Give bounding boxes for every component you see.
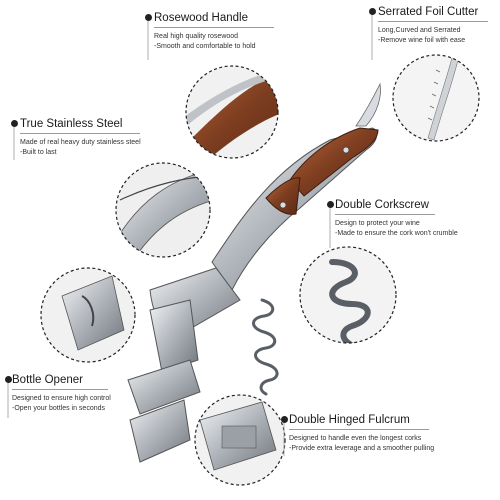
callout-line: Long,Curved and Serrated: [378, 27, 461, 34]
marker-dot: [327, 201, 334, 208]
connector-lines: [7, 12, 373, 456]
zoom-bottle-opener: [40, 267, 136, 363]
marker-dot: [11, 120, 18, 127]
callout-line: -Smooth and comfortable to hold: [154, 43, 256, 50]
callout-line: -Provide extra leverage and a smoother p…: [289, 445, 435, 452]
marker-dot: [5, 376, 12, 383]
callout-line: -Remove wine foil with ease: [378, 37, 466, 44]
callout-line: Made of real heavy duty stainless steel: [20, 139, 141, 146]
callout-rosewood: Rosewood Handle Real high quality rosewo…: [154, 12, 274, 52]
callout-bottle-opener: Bottle Opener Designed to ensure high co…: [12, 374, 111, 414]
callout-line: Designed to handle even the longest cork…: [289, 435, 422, 442]
callout-line: Designed to ensure high control: [12, 395, 111, 402]
divider: [154, 27, 274, 28]
callout-line: -Built to last: [20, 149, 57, 156]
marker-dot: [369, 8, 376, 15]
zoom-corkscrew: [299, 246, 397, 344]
callout-title: Double Corkscrew: [335, 199, 429, 211]
zoom-fulcrum: [194, 394, 286, 486]
callout-fulcrum: Double Hinged Fulcrum Designed to handle…: [289, 414, 434, 454]
divider: [20, 133, 140, 134]
callout-stainless-steel: True Stainless Steel Made of real heavy …: [20, 118, 141, 158]
divider: [378, 21, 488, 22]
callout-title: Bottle Opener: [12, 374, 83, 386]
zoom-foil-cutter: [392, 54, 480, 142]
divider: [12, 389, 108, 390]
callout-line: -Made to ensure the cork won't crumble: [335, 230, 458, 237]
callout-line: -Open your bottles in seconds: [12, 405, 105, 412]
zoom-stainless-steel: [115, 162, 211, 258]
zoom-rosewood: [185, 65, 279, 159]
callout-foil-cutter: Serrated Foil Cutter Long,Curved and Ser…: [378, 6, 488, 46]
callout-corkscrew: Double Corkscrew Design to protect your …: [335, 199, 458, 239]
marker-dot: [145, 14, 152, 21]
corkscrew-body: [127, 82, 381, 463]
callout-line: Real high quality rosewood: [154, 33, 239, 40]
callout-title: True Stainless Steel: [20, 118, 123, 130]
callout-title: Double Hinged Fulcrum: [289, 414, 410, 426]
callout-title: Rosewood Handle: [154, 12, 248, 24]
callout-title: Serrated Foil Cutter: [378, 6, 479, 18]
divider: [335, 214, 435, 215]
marker-dot: [281, 416, 288, 423]
divider: [289, 429, 429, 430]
callout-line: Design to protect your wine: [335, 220, 420, 227]
